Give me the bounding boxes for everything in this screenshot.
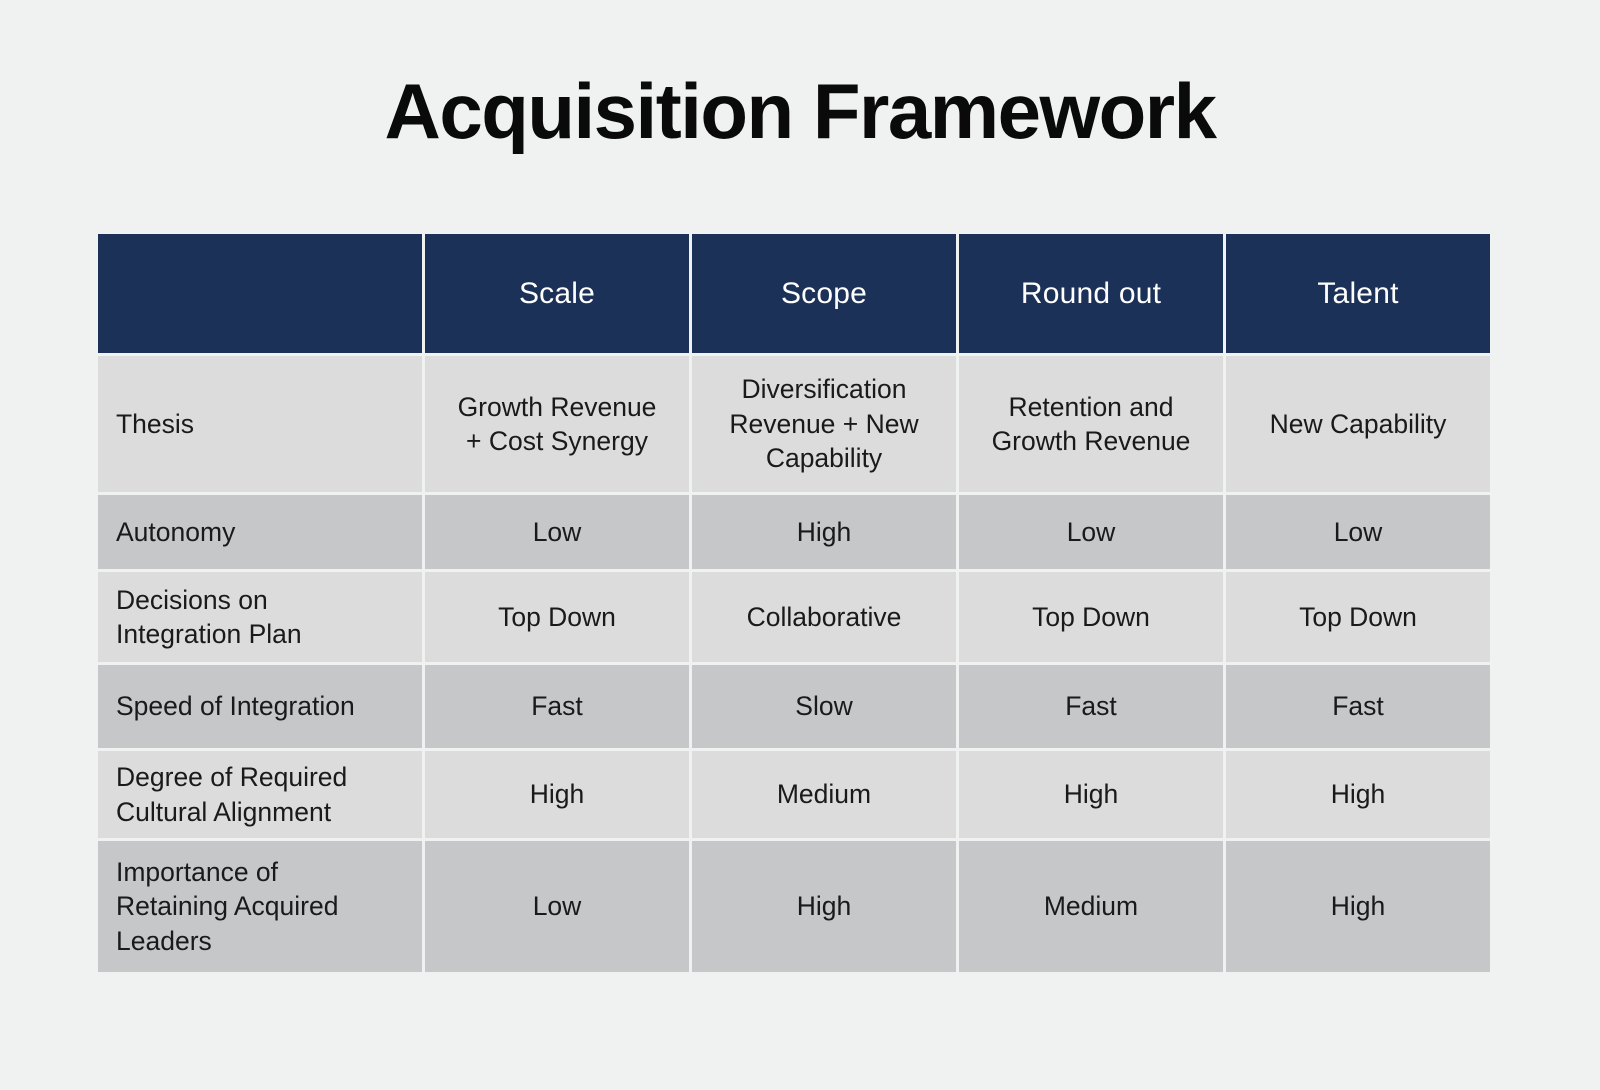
row-label-speed: Speed of Integration <box>98 665 422 748</box>
cell-decisions-round-out: Top Down <box>959 572 1223 662</box>
cell-decisions-talent: Top Down <box>1226 572 1490 662</box>
header-scope: Scope <box>692 234 956 353</box>
cell-autonomy-scope: High <box>692 495 956 569</box>
cell-decisions-scope: Collaborative <box>692 572 956 662</box>
cell-degree-scope: Medium <box>692 751 956 838</box>
header-talent: Talent <box>1226 234 1490 353</box>
cell-importance-scope: High <box>692 841 956 972</box>
cell-degree-round-out: High <box>959 751 1223 838</box>
cell-degree-talent: High <box>1226 751 1490 838</box>
row-label-autonomy: Autonomy <box>98 495 422 569</box>
cell-autonomy-scale: Low <box>425 495 689 569</box>
table-body: Thesis Growth Revenue+ Cost Synergy Dive… <box>98 356 1490 972</box>
header-round-out: Round out <box>959 234 1223 353</box>
table-row: Thesis Growth Revenue+ Cost Synergy Dive… <box>98 356 1490 492</box>
cell-importance-round-out: Medium <box>959 841 1223 972</box>
cell-thesis-talent: New Capability <box>1226 356 1490 492</box>
header-scale: Scale <box>425 234 689 353</box>
cell-degree-scale: High <box>425 751 689 838</box>
row-label-thesis: Thesis <box>98 356 422 492</box>
page-title: Acquisition Framework <box>384 67 1218 155</box>
acquisition-framework-table: Scale Scope Round out Talent Thesis Grow… <box>95 231 1493 975</box>
header-corner-cell <box>98 234 422 353</box>
table-header: Scale Scope Round out Talent <box>98 234 1490 353</box>
cell-importance-scale: Low <box>425 841 689 972</box>
table-row: Autonomy Low High Low Low <box>98 495 1490 569</box>
cell-speed-talent: Fast <box>1226 665 1490 748</box>
table-row: Speed of Integration Fast Slow Fast Fast <box>98 665 1490 748</box>
cell-thesis-scale: Growth Revenue+ Cost Synergy <box>425 356 689 492</box>
cell-autonomy-talent: Low <box>1226 495 1490 569</box>
cell-decisions-scale: Top Down <box>425 572 689 662</box>
cell-speed-round-out: Fast <box>959 665 1223 748</box>
cell-importance-talent: High <box>1226 841 1490 972</box>
cell-autonomy-round-out: Low <box>959 495 1223 569</box>
cell-speed-scale: Fast <box>425 665 689 748</box>
cell-speed-scope: Slow <box>692 665 956 748</box>
header-row: Scale Scope Round out Talent <box>98 234 1490 353</box>
